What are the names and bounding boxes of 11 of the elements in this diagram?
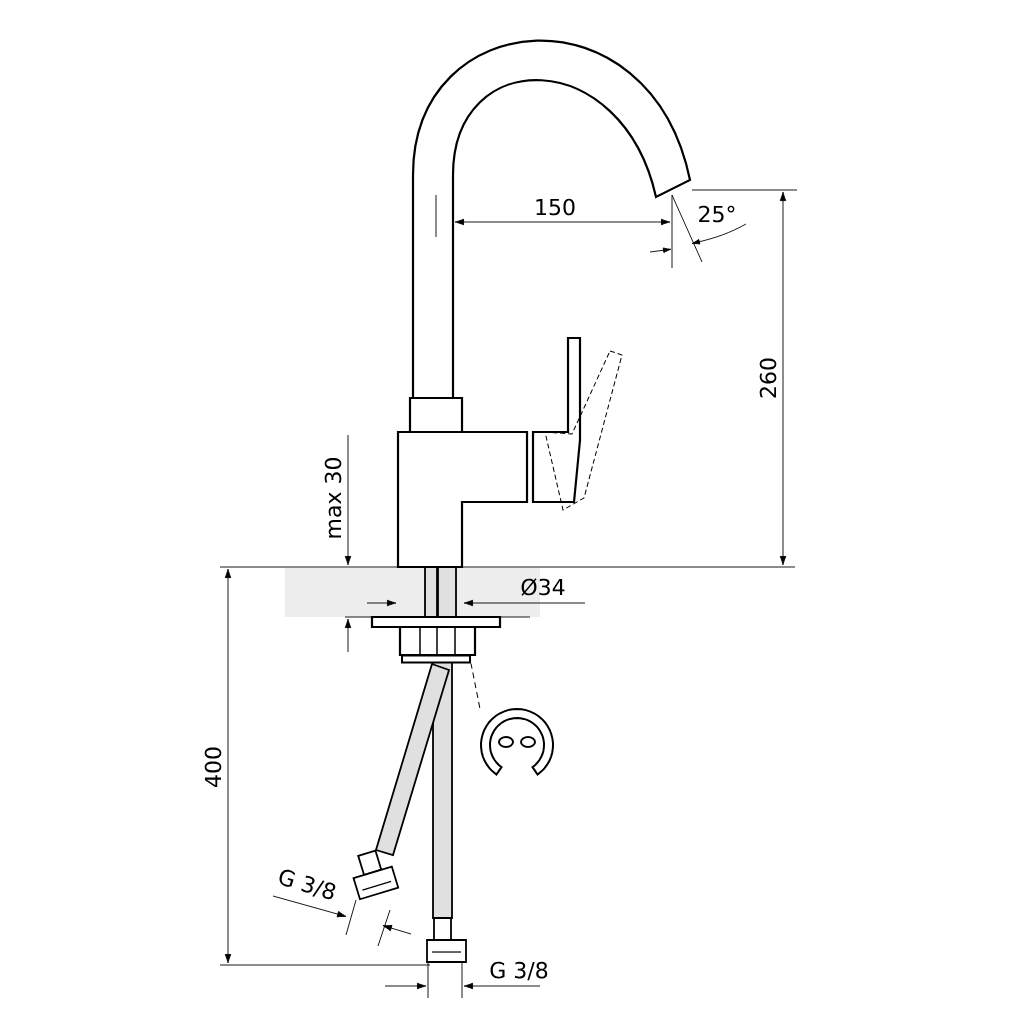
dimension-label: Ø34: [521, 578, 565, 596]
clip-drawing: [480, 708, 554, 776]
dimension-label: 400: [204, 747, 222, 787]
dimension-label: 260: [759, 358, 777, 398]
locking-ring: [401, 654, 471, 664]
dimension-label: 25°: [699, 205, 735, 223]
dimension-label: 150: [536, 198, 575, 216]
leader-line: [470, 663, 481, 709]
dimension-label: max 30: [324, 458, 342, 538]
dimension-label: G 3/8: [490, 961, 548, 981]
dimension-label: G 3/8: [279, 869, 336, 900]
